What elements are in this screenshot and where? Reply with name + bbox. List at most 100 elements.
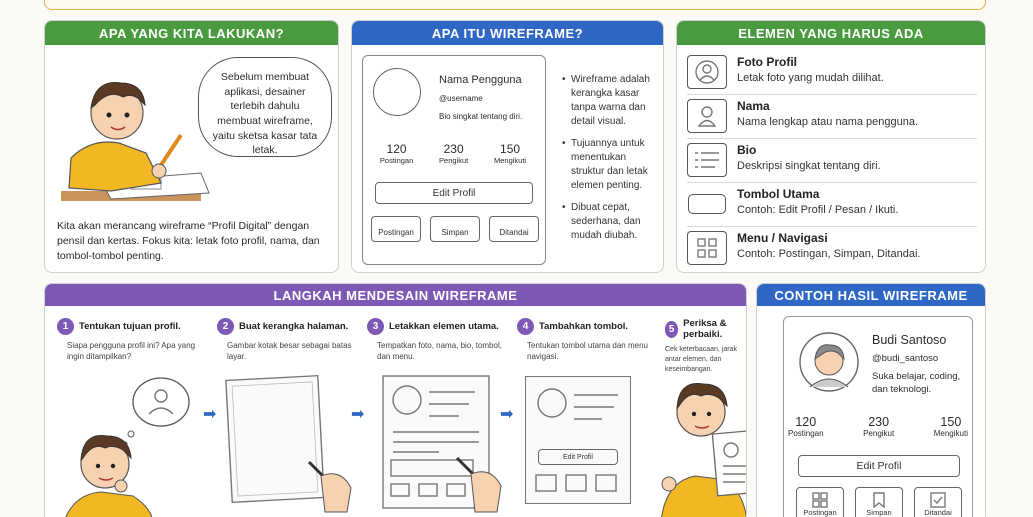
- example-stat-followers-num: 230: [868, 415, 890, 429]
- panel-design-steps: LANGKAH MENDESAIN WIREFRAME 1 Tentukan tu…: [44, 283, 747, 517]
- panel-required-elements-title: ELEMEN YANG HARUS ADA: [677, 21, 985, 45]
- avatar-circle-placeholder: [373, 68, 421, 116]
- speech-bubble: Sebelum membuat aplikasi, desainer terle…: [198, 57, 332, 157]
- arrow-right-icon: ➡: [203, 406, 217, 423]
- stat-followers-label: Pengikut: [439, 156, 469, 165]
- example-tab-postingan[interactable]: Postingan: [796, 487, 844, 517]
- step-number: 3: [367, 318, 384, 335]
- stat-posts-num: 120: [386, 142, 407, 156]
- step-desc: Tempatkan foto, nama, bio, tombol, dan m…: [377, 341, 502, 362]
- step-title: Letakkan elemen utama.: [389, 321, 499, 332]
- element-title: Menu / Navigasi: [737, 231, 828, 245]
- wireframe-name: Nama Pengguna: [439, 74, 522, 86]
- step-3: 3 Letakkan elemen utama. Tempatkan foto, …: [367, 318, 502, 362]
- panel-what-we-do-title: APA YANG KITA LAKUKAN?: [45, 21, 338, 45]
- wireframe-username: @username: [439, 94, 483, 103]
- stat-posts-label: Postingan: [379, 156, 414, 165]
- example-profile-card: Budi Santoso @budi_santoso Suka belajar,…: [783, 316, 973, 517]
- panel-design-steps-title: LANGKAH MENDESAIN WIREFRAME: [45, 284, 746, 306]
- example-bio: Suka belajar, coding, dan teknologi.: [872, 371, 961, 395]
- elements-layout-sketch: [382, 375, 502, 513]
- arrow-right-icon: ➡: [351, 406, 365, 423]
- element-desc: Nama lengkap atau nama pengguna.: [737, 116, 919, 128]
- bullet-3: Dibuat cepat, sederhana, dan mudah diuba…: [562, 201, 658, 243]
- element-desc: Letak foto yang mudah dilihat.: [737, 72, 884, 84]
- tab-simpan[interactable]: Simpan: [430, 216, 480, 242]
- tab-postingan[interactable]: Postingan: [371, 216, 421, 242]
- edit-profile-button[interactable]: Edit Profil: [375, 182, 533, 204]
- step-desc: Cek keterbacaan, jarak antar elemen, dan…: [665, 346, 737, 373]
- bullet-1: Wireframe adalah kerangka kasar tanpa wa…: [562, 73, 658, 129]
- bookmark-icon: [873, 491, 885, 508]
- step4-edit-profile-button[interactable]: Edit Profil: [538, 449, 618, 465]
- step-number: 2: [217, 318, 234, 335]
- grid-icon: [812, 491, 828, 508]
- step-desc: Siapa pengguna profil ini? Apa yang ingi…: [67, 341, 196, 362]
- blank-frame-sketch: [225, 374, 352, 513]
- profile-photo-icon: [687, 55, 727, 89]
- step-desc: Gambar kotak besar sebagai batas layar.: [227, 341, 352, 362]
- element-title: Nama: [737, 99, 770, 113]
- element-title: Tombol Utama: [737, 187, 820, 201]
- button-icon: [687, 187, 727, 221]
- example-stat-following-num: 150: [940, 415, 962, 429]
- example-tab-simpan[interactable]: Simpan: [855, 487, 903, 517]
- step-title: Periksa & perbaiki.: [683, 318, 727, 340]
- step-desc: Tentukan tombol utama dan menu navigasi.: [527, 341, 648, 362]
- buttons-sketch: Edit Profil: [525, 376, 631, 504]
- example-tab-simpan-label: Simpan: [866, 507, 892, 517]
- wireframe-tab-bar: Postingan Simpan Ditandai: [371, 216, 539, 242]
- step-title: Tambahkan tombol.: [539, 321, 629, 332]
- example-stat-posts-num: 120: [795, 415, 817, 429]
- example-tab-postingan-label: Postingan: [803, 507, 837, 517]
- example-tab-ditandai[interactable]: Ditandai: [914, 487, 962, 517]
- grid-icon: [687, 231, 727, 265]
- example-stat-followers-label: Pengikut: [863, 429, 895, 438]
- stat-following-label: Mengikuti: [494, 156, 527, 165]
- panel-example-result: CONTOH HASIL WIREFRAME Budi Santoso @bud…: [756, 283, 986, 517]
- example-edit-profile-button[interactable]: Edit Profil: [798, 455, 960, 477]
- tab-ditandai[interactable]: Ditandai: [489, 216, 539, 242]
- step-number: 5: [665, 320, 679, 338]
- panel-example-result-title: CONTOH HASIL WIREFRAME: [757, 284, 985, 306]
- tagged-icon: [930, 491, 946, 508]
- person-icon: [687, 99, 727, 133]
- example-username: @budi_santoso: [872, 353, 939, 364]
- panel-what-we-do-caption: Kita akan merancang wireframe “Profil Di…: [57, 220, 320, 263]
- arrow-right-icon: ➡: [500, 406, 514, 423]
- step-title: Buat kerangka halaman.: [239, 321, 349, 332]
- avatar: [799, 332, 859, 392]
- element-title: Bio: [737, 143, 757, 157]
- stat-following-num: 150: [500, 142, 521, 156]
- panel-what-is-wireframe: APA ITU WIREFRAME? Nama Pengguna @userna…: [351, 20, 664, 273]
- panel-what-is-wireframe-title: APA ITU WIREFRAME?: [352, 21, 663, 45]
- bullet-2: Tujuannya untuk menentukan struktur dan …: [562, 137, 658, 193]
- step-number: 1: [57, 318, 74, 335]
- step-2: 2 Buat kerangka halaman. Gambar kotak bes…: [217, 318, 352, 362]
- example-stat-following-label: Mengikuti: [933, 429, 968, 438]
- step-title: Tentukan tujuan profil.: [79, 321, 181, 332]
- example-tab-bar: Postingan Simpan Ditandai: [796, 487, 962, 517]
- wireframe-bio: Bio singkat tentang diri.: [439, 112, 523, 121]
- element-title: Foto Profil: [737, 55, 797, 69]
- boy-thinking-illustration: [65, 377, 190, 517]
- example-tab-ditandai-label: Ditandai: [924, 507, 952, 517]
- stat-followers-num: 230: [443, 142, 464, 156]
- example-stat-posts-label: Postingan: [788, 429, 824, 438]
